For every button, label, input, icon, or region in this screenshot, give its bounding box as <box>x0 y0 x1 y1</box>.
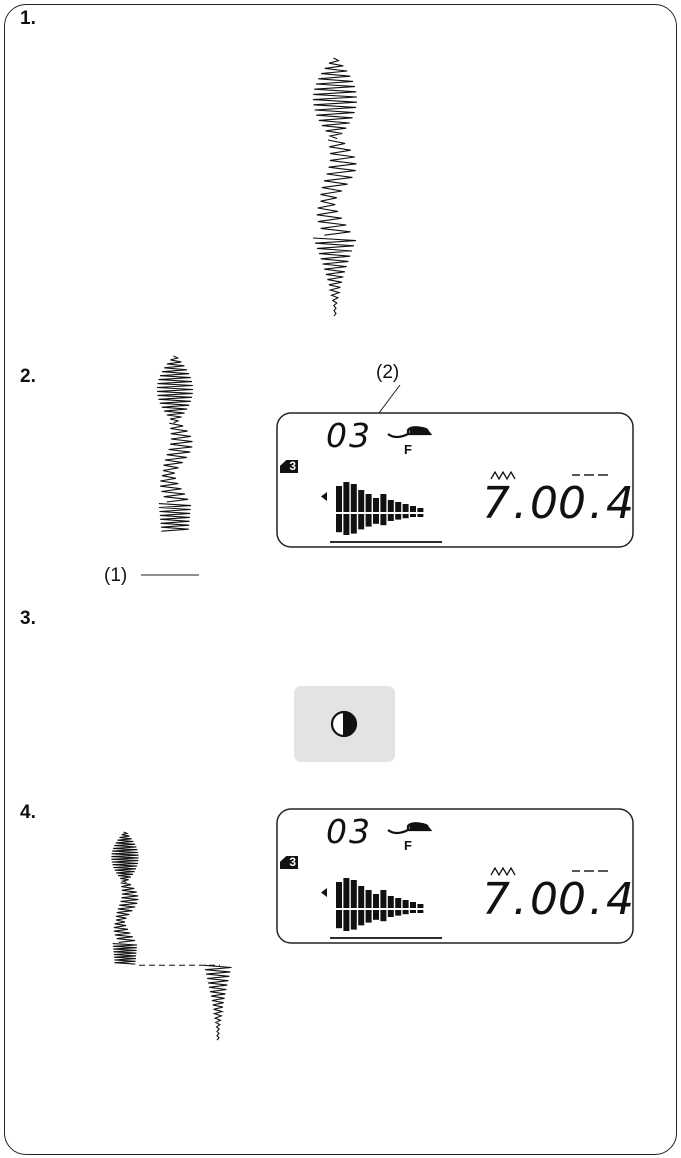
stitch-length-icon <box>572 474 608 476</box>
mirror-image-icon <box>330 710 358 738</box>
memory-badge: 3 <box>280 460 298 473</box>
satin-stitch-pattern-illustration <box>312 57 357 317</box>
stitch-width-readout: 7.0 <box>482 478 561 529</box>
foot-letter: F <box>404 838 412 853</box>
memory-badge-number: 3 <box>289 855 296 869</box>
page-frame <box>4 4 677 1155</box>
stitch-length-readout: 0.4 <box>558 478 637 529</box>
step-number-4: 4. <box>20 802 36 823</box>
memory-badge-number: 3 <box>289 459 296 473</box>
step-number-2: 2. <box>20 366 36 387</box>
scroll-left-arrow-icon <box>321 492 327 501</box>
stitch-preview-graphic <box>330 878 442 939</box>
stitch-preview-graphic <box>330 482 442 543</box>
scroll-left-arrow-icon <box>321 888 327 897</box>
step-number-3: 3. <box>20 608 36 629</box>
stitch-pattern-mirrored-illustration <box>111 831 232 1041</box>
mirror-image-button[interactable] <box>294 686 395 762</box>
zigzag-width-icon <box>490 470 516 481</box>
stitch-width-readout: 7.0 <box>482 874 561 925</box>
stitch-length-readout: 0.4 <box>558 874 637 925</box>
pattern-number-leader-line <box>378 384 401 414</box>
pattern-number-readout: 03 <box>326 416 372 455</box>
memory-badge: 3 <box>280 856 298 869</box>
pattern-number-callout: (2) <box>376 362 400 383</box>
step-number-1: 1. <box>20 8 36 29</box>
pattern-start-leader-line <box>141 574 199 576</box>
presser-foot-icon <box>387 822 433 835</box>
zigzag-width-icon <box>490 866 516 877</box>
lcd-display-step2: 03 F 3 7.0 0.4 <box>276 412 634 548</box>
stitch-pattern-partial-illustration <box>156 355 194 532</box>
stitch-length-icon <box>572 870 608 872</box>
pattern-start-callout: (1) <box>104 565 128 586</box>
foot-letter: F <box>404 442 412 457</box>
lcd-display-step4: 03 F 3 7.0 0.4 <box>276 808 634 944</box>
pattern-number-readout: 03 <box>326 812 372 851</box>
presser-foot-icon <box>387 426 433 439</box>
